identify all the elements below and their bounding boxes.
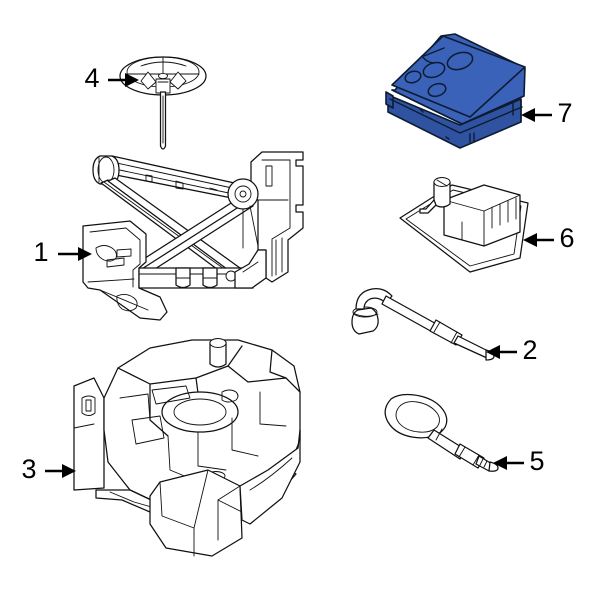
part-3-jack-storage-tray[interactable] [73,338,301,557]
part-1-scissor-jack-assembly[interactable] [82,151,304,321]
callout-1-arrowhead [78,247,92,261]
callout-5[interactable]: 5 [493,446,545,476]
callout-1-number: 1 [33,237,48,267]
part-7-keyless-remote-transmitter[interactable] [385,33,526,149]
callout-3-number: 3 [21,454,36,484]
callout-7[interactable]: 7 [521,98,573,128]
part-4-wing-nut-retainer[interactable] [119,56,207,150]
callout-7-number: 7 [557,98,572,128]
callout-4-arrowhead [125,73,139,87]
callout-4[interactable]: 4 [84,63,139,93]
part-6-tool-kit-tray[interactable] [399,177,529,273]
callout-6-arrowhead [523,233,537,247]
callout-2-number: 2 [522,335,537,365]
part-5-tow-hook-eye[interactable] [384,393,499,472]
callout-3[interactable]: 3 [21,454,76,484]
callout-5-arrowhead [493,456,507,470]
callout-3-arrowhead [62,464,76,478]
callout-6[interactable]: 6 [523,223,575,253]
callout-4-number: 4 [84,63,99,93]
callout-2-arrowhead [486,345,500,359]
callout-2[interactable]: 2 [486,335,538,365]
callout-5-number: 5 [529,446,544,476]
callout-6-number: 6 [559,223,574,253]
callout-7-arrowhead [521,108,535,122]
part-2-lug-wrench[interactable] [351,288,495,361]
callout-1[interactable]: 1 [33,237,92,267]
